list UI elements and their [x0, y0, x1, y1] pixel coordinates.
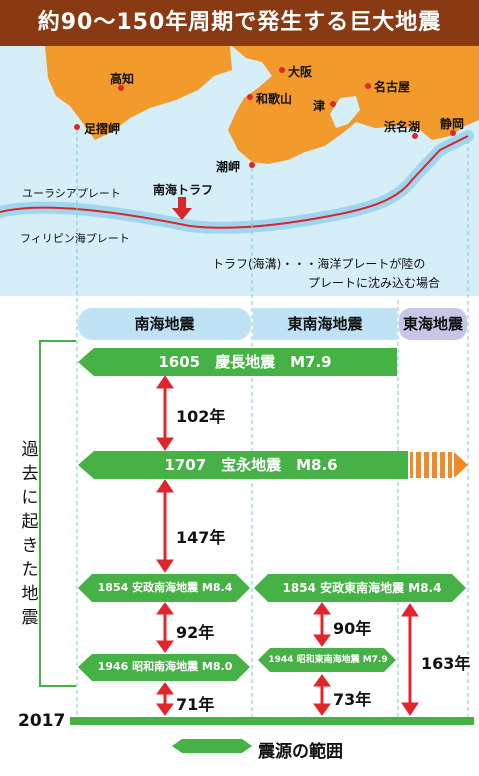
- quake-1944-label: 1944 昭和東南海地震 M7.9: [268, 655, 388, 665]
- page-title: 約90〜150年周期で発生する巨大地震: [0, 0, 479, 46]
- bar-1944: [258, 648, 396, 672]
- interval-92: 92年: [176, 623, 215, 642]
- city-dot: [330, 101, 336, 107]
- zone-tonankai-box: [253, 308, 397, 340]
- city-dot: [74, 124, 80, 130]
- bar-1605: [78, 348, 397, 376]
- side-bracket: [39, 340, 76, 687]
- city-dot: [365, 83, 371, 89]
- bar-1946: [78, 654, 250, 681]
- interval-arrows: [156, 375, 419, 716]
- legend-bar: [172, 739, 252, 753]
- quake-1707-label: 1707 宝永地震 M8.6: [164, 456, 338, 474]
- city-dot: [249, 162, 255, 168]
- tokai-stripe-arrow: [454, 452, 468, 478]
- zone-nankai-label: 南海地震: [134, 315, 195, 333]
- label-nankai-trough: 南海トラフ: [153, 183, 214, 197]
- city-dot: [118, 85, 124, 91]
- side-label-char: 去: [21, 464, 39, 484]
- trough-pointer-arrow: [172, 197, 192, 220]
- label-osaka: 大阪: [288, 65, 313, 79]
- side-label: 過 去 に 起 き た 地 震: [20, 438, 40, 630]
- note-line1: トラフ(海溝)・・・海洋プレートが陸の: [212, 257, 426, 271]
- city-dot: [412, 133, 418, 139]
- city-dot: [279, 67, 285, 73]
- trough-line: [0, 135, 469, 229]
- quake-1854-tonankai-label: 1854 安政東南海地震 M8.4: [282, 581, 442, 595]
- side-label-char: 震: [21, 608, 39, 628]
- interval-71: 71年: [176, 695, 215, 714]
- side-label-char: に: [21, 488, 39, 508]
- zone-nankai-box: [78, 308, 251, 340]
- current-year-label: 2017: [18, 711, 66, 731]
- zone-tonankai-label: 東南海地震: [287, 315, 363, 333]
- quake-1605-label: 1605 慶長地震 M7.9: [158, 353, 332, 371]
- interval-147: 147年: [176, 528, 226, 547]
- zone-tokai-label: 東海地震: [402, 315, 463, 333]
- bar-2017: [70, 717, 474, 725]
- label-shionomisaki: 潮岬: [216, 160, 241, 174]
- label-wakayama: 和歌山: [256, 92, 293, 106]
- shikoku-land: [45, 46, 232, 140]
- side-label-char: 過: [21, 440, 39, 460]
- label-hamanako: 浜名湖: [384, 120, 421, 134]
- city-dot: [247, 94, 253, 100]
- note-line2: プレートに沈み込む場合: [308, 276, 441, 290]
- bar-1854-nankai: [78, 574, 250, 602]
- city-dot: [450, 130, 456, 136]
- quake-1854-nankai-label: 1854 安政南海地震 M8.4: [97, 581, 233, 594]
- bar-1707: [78, 451, 408, 479]
- label-shizuoka: 静岡: [440, 117, 465, 131]
- label-ashizuri: 足摺岬: [84, 122, 121, 136]
- legend-label: 震源の範囲: [258, 742, 343, 762]
- label-tsu: 津: [313, 99, 326, 113]
- interval-73: 73年: [333, 690, 372, 709]
- guide-lines: [76, 130, 469, 720]
- label-kochi: 高知: [110, 72, 135, 86]
- side-label-char: た: [21, 560, 39, 580]
- side-label-char: 地: [21, 584, 39, 604]
- label-philippine-plate: フィリピン海プレート: [20, 232, 130, 245]
- side-label-char: き: [21, 536, 39, 556]
- label-eurasia-plate: ユーラシアプレート: [22, 187, 121, 200]
- interval-102: 102年: [176, 407, 226, 426]
- zone-tokai-box: [399, 308, 467, 340]
- side-label-char: 起: [21, 512, 39, 532]
- interval-163: 163年: [421, 654, 471, 673]
- interval-90: 90年: [333, 619, 372, 638]
- ise-bay: [330, 96, 360, 128]
- quake-1946-label: 1946 昭和南海地震 M8.0: [97, 660, 233, 673]
- label-nagoya: 名古屋: [374, 80, 411, 94]
- tokai-stripe: [410, 452, 452, 478]
- bar-1854-tonankai: [254, 574, 466, 602]
